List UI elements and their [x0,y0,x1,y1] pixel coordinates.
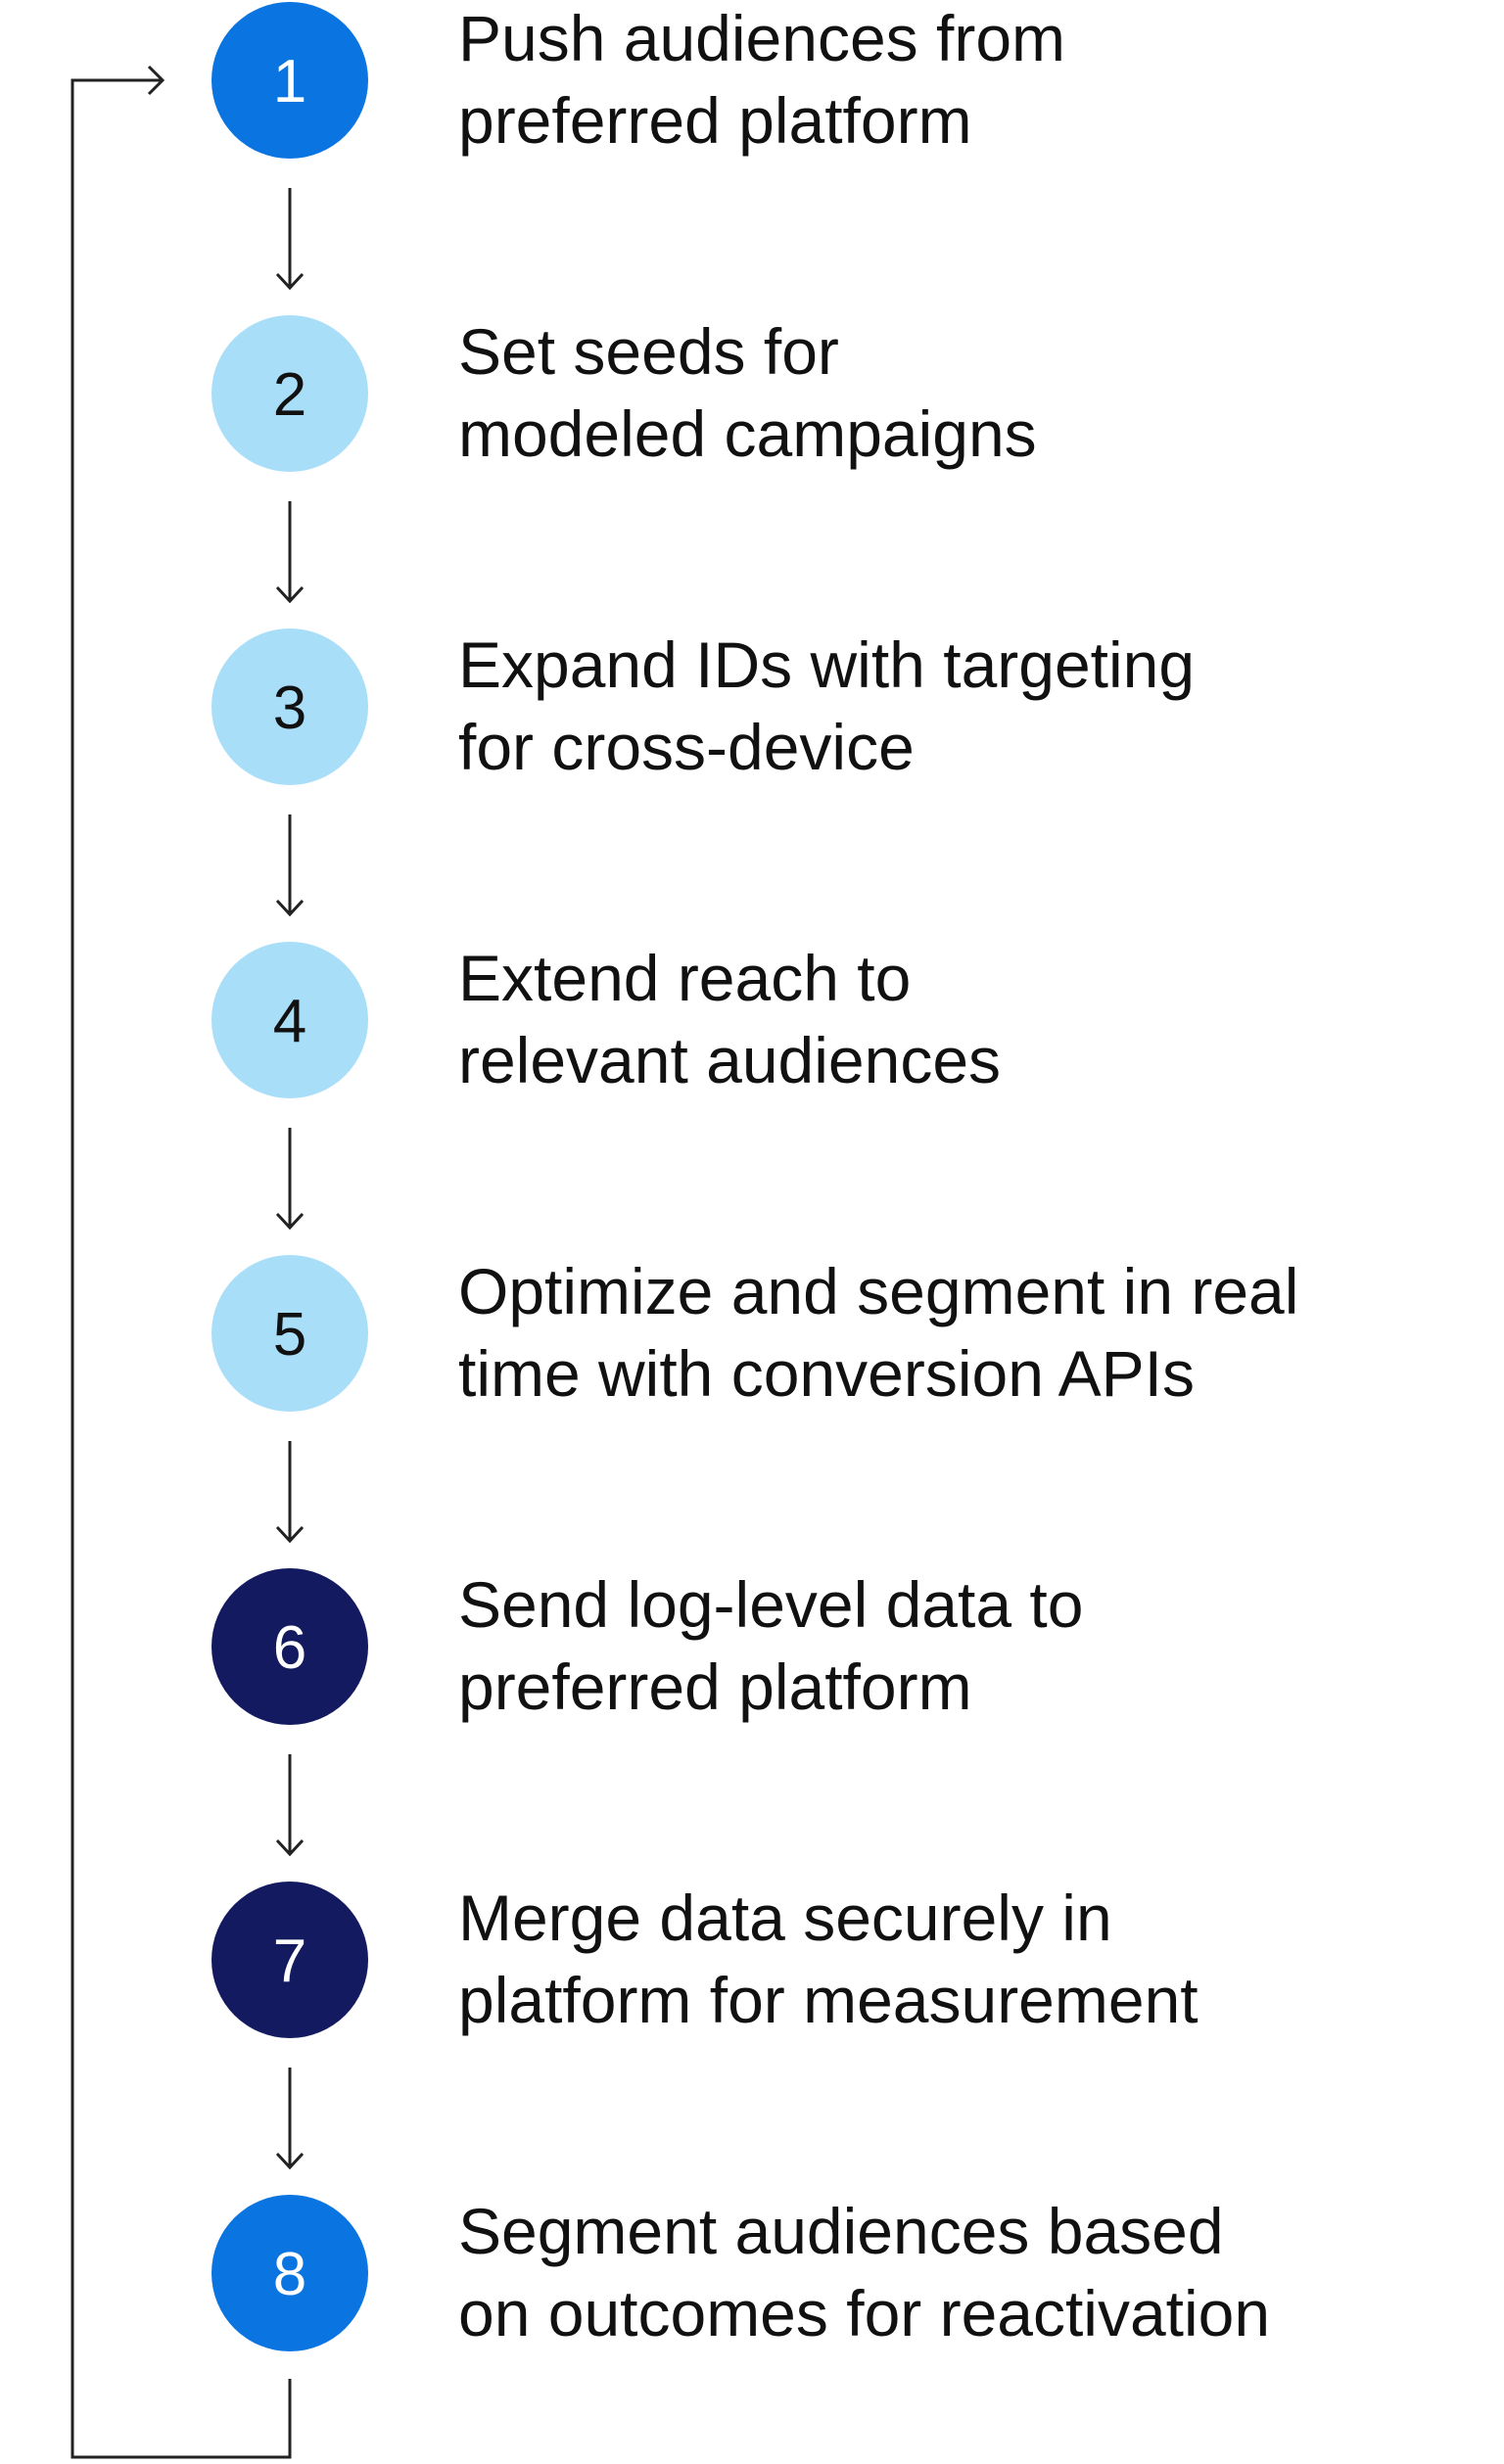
step-4-text-line-2: relevant audiences [458,1024,1001,1096]
step-1-text-line-1: Push audiences from [458,2,1065,74]
step-1-circle [212,2,368,159]
step-4: 4 Extend reach to relevant audiences [212,942,1001,1098]
step-7-text-line-1: Merge data securely in [458,1882,1112,1954]
step-5-text-line-1: Optimize and segment in real [458,1255,1298,1327]
step-8-text-line-1: Segment audiences based [458,2195,1224,2267]
step-8-number: 8 [273,2241,306,2308]
loop-back-connector [70,65,292,2459]
step-arrows [275,188,305,2170]
step-6-text-line-1: Send log-level data to [458,1568,1083,1641]
step-2: 2 Set seeds for modeled campaigns [212,315,1037,472]
down-arrow-icon [275,1754,305,1857]
step-7-text-line-2: platform for measurement [458,1964,1198,2036]
step-1-number: 1 [273,48,306,116]
step-6-text-line-2: preferred platform [458,1650,972,1723]
step-6-circle [212,1568,368,1725]
step-8: 8 Segment audiences based on outcomes for … [212,2195,1270,2351]
step-3-circle [212,628,368,785]
step-2-number: 2 [273,361,306,429]
down-arrow-icon [275,814,305,917]
down-arrow-icon [275,188,305,291]
step-2-text-line-2: modeled campaigns [458,397,1037,470]
step-7: 7 Merge data securely in platform for meas… [212,1882,1198,2038]
down-arrow-icon [275,1441,305,1544]
step-4-circle [212,942,368,1098]
step-5-circle [212,1255,368,1412]
step-8-circle [212,2195,368,2351]
step-7-number: 7 [273,1928,306,1995]
step-4-number: 4 [273,988,306,1055]
step-2-text-line-1: Set seeds for [458,315,839,388]
down-arrow-icon [275,501,305,604]
step-3-number: 3 [273,674,306,742]
step-3-text-line-2: for cross-device [458,711,915,783]
step-8-text-line-2: on outcomes for reactivation [458,2277,1270,2349]
down-arrow-icon [275,1128,305,1231]
step-6: 6 Send log-level data to preferred platfor… [212,1568,1083,1725]
step-6-number: 6 [273,1614,306,1682]
step-1: 1 Push audiences from preferred platform [212,2,1065,159]
loop-back-arrow-icon [147,65,165,96]
step-5: 5 Optimize and segment in real time with c… [212,1255,1298,1412]
step-3-text-line-1: Expand IDs with targeting [458,628,1195,701]
step-2-circle [212,315,368,472]
step-5-text-line-2: time with conversion APIs [458,1337,1195,1410]
down-arrow-icon [275,2068,305,2170]
step-1-text-line-2: preferred platform [458,84,972,157]
step-5-number: 5 [273,1301,306,1369]
step-3: 3 Expand IDs with targeting for cross-devi… [212,628,1195,785]
step-7-circle [212,1882,368,2038]
step-4-text-line-1: Extend reach to [458,942,911,1014]
loop-back-line [70,78,292,2459]
